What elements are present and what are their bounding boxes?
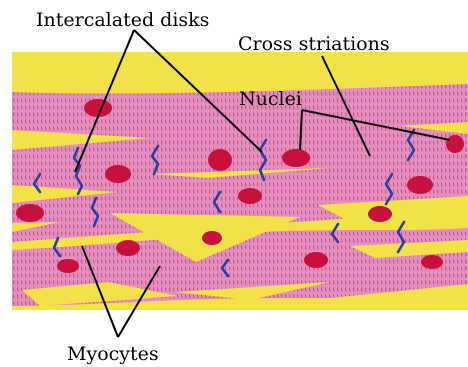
nucleus — [116, 240, 140, 256]
label-nuclei: Nuclei — [239, 88, 302, 110]
nucleus — [208, 149, 232, 171]
label-myocytes: Myocytes — [67, 343, 159, 365]
nucleus — [238, 188, 262, 204]
nucleus — [282, 149, 310, 167]
nucleus — [57, 259, 79, 273]
nucleus — [16, 204, 44, 222]
nucleus — [421, 255, 443, 269]
label-cross-striations: Cross striations — [238, 33, 390, 55]
nucleus — [105, 165, 131, 183]
nucleus — [304, 252, 328, 268]
nucleus — [202, 231, 222, 245]
nucleus — [446, 135, 464, 153]
label-intercalated-disks: Intercalated disks — [36, 9, 209, 31]
nucleus — [407, 176, 433, 194]
nucleus — [368, 206, 392, 222]
